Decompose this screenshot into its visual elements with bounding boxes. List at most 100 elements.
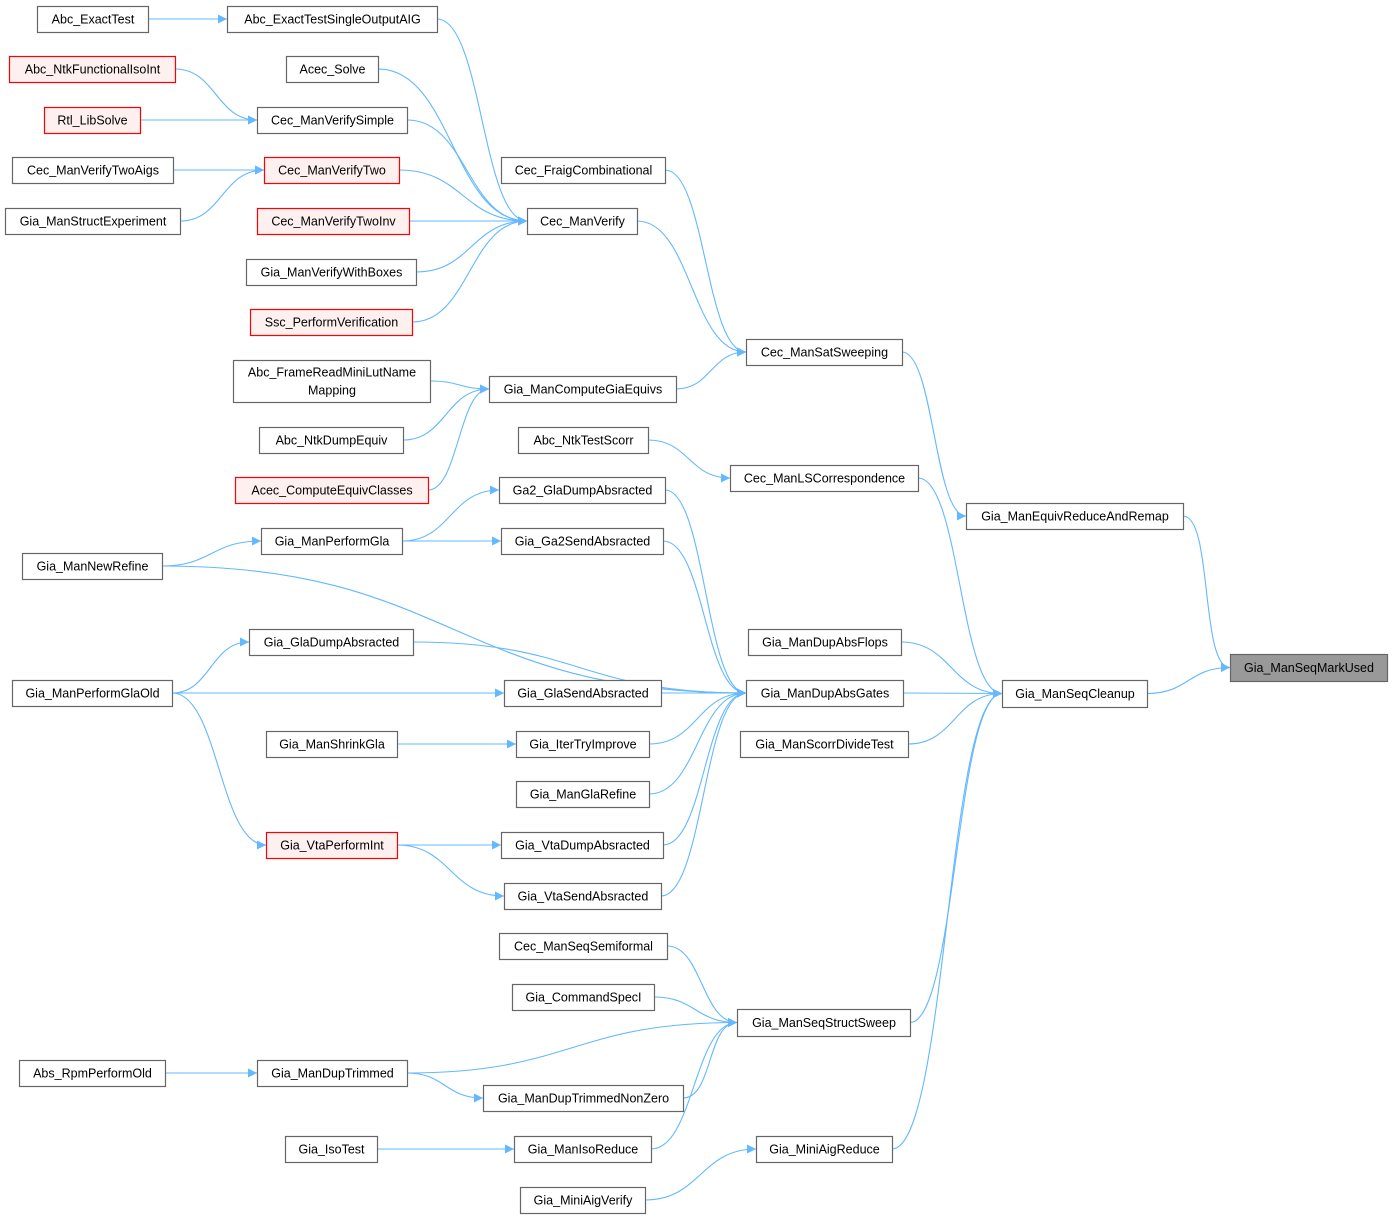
node-gia-man-perform-gla[interactable]: Gia_ManPerformGla [260,527,404,556]
node-box [500,831,665,860]
node-cec-man-lscorrespondence[interactable]: Cec_ManLSCorrespondence [729,464,920,493]
node-acec-compute-equiv-classes[interactable]: Acec_ComputeEquivClasses [234,476,430,505]
node-cec-man-seq-semiformal[interactable]: Cec_ManSeqSemiformal [498,932,669,961]
node-label: Gia_ManShrinkGla [279,738,385,752]
node-rtl-lib-solve[interactable]: Rtl_LibSolve [43,106,142,135]
node-abc-ntk-dump-equiv[interactable]: Abc_NtkDumpEquiv [258,426,405,455]
edge-gia-vta-perform-int-to-gia-vta-send-absracted [396,844,505,901]
node-cec-man-verify-simple[interactable]: Cec_ManVerifySimple [256,106,409,135]
node-label: Gia_ManDupAbsGates [761,687,890,701]
node-cec-man-verify-two-inv[interactable]: Cec_ManVerifyTwoInv [256,207,411,236]
node-box [260,527,404,556]
node-gia-mini-aig-reduce[interactable]: Gia_MiniAigReduce [755,1135,894,1164]
edges-layer [140,14,1231,1201]
node-ga2-gla-dump-absracted[interactable]: Ga2_GlaDumpAbsracted [498,476,667,505]
node-box [503,882,663,911]
node-abs-rpm-perform-old[interactable]: Abs_RpmPerformOld [18,1059,167,1088]
node-label: Gia_VtaPerformInt [280,839,384,853]
node-cec-man-verify-two-aigs[interactable]: Cec_ManVerifyTwoAigs [11,156,175,185]
node-box [1229,653,1389,683]
node-abc-ntk-test-scorr[interactable]: Abc_NtkTestScorr [517,426,650,455]
node-box [11,679,174,708]
node-label: Cec_ManVerifyTwoAigs [27,164,159,178]
node-gia-man-seq-struct-sweep[interactable]: Gia_ManSeqStructSweep [736,1008,912,1038]
node-label: Gia_CommandSpecI [525,991,641,1005]
node-box [265,831,399,860]
node-gia-man-compute-gia-equivs[interactable]: Gia_ManComputeGiaEquivs [488,375,678,404]
node-label: Abc_ExactTest [52,13,135,27]
node-box [256,106,409,135]
node-gia-gla-dump-absracted[interactable]: Gia_GlaDumpAbsracted [248,628,415,657]
node-label: Rtl_LibSolve [57,114,127,128]
node-gia-mini-aig-verify[interactable]: Gia_MiniAigVerify [519,1186,647,1215]
node-gia-man-equiv-reduce-and-remap[interactable]: Gia_ManEquivReduceAndRemap [965,502,1185,531]
node-label: Cec_ManVerifySimple [271,114,394,128]
node-box [965,502,1185,531]
node-gia-man-dup-trimmed-non-zero[interactable]: Gia_ManDupTrimmedNonZero [482,1084,685,1113]
node-box [736,1008,912,1038]
node-gia-command-spec-i[interactable]: Gia_CommandSpecI [511,983,656,1012]
node-label: Gia_ManPerformGlaOld [25,687,159,701]
node-gia-man-dup-abs-gates[interactable]: Gia_ManDupAbsGates [745,679,905,708]
node-label: Gia_ManScorrDivideTest [755,738,894,752]
node-label: Gia_ManComputeGiaEquivs [504,383,662,397]
node-box [4,207,182,236]
node-gia-man-dup-abs-flops[interactable]: Gia_ManDupAbsFlops [747,628,903,657]
node-gia-vta-send-absracted[interactable]: Gia_VtaSendAbsracted [503,882,663,911]
node-box [517,426,650,455]
node-gia-gla-send-absracted[interactable]: Gia_GlaSendAbsracted [503,679,663,708]
node-label: Abc_FrameReadMiniLutName [248,366,416,380]
edge-gia-man-compute-gia-equivs-to-cec-man-sat-sweeping [675,347,747,390]
node-gia-man-gla-refine[interactable]: Gia_ManGlaRefine [515,780,651,809]
node-gia-ga2-send-absracted[interactable]: Gia_Ga2SendAbsracted [500,527,665,556]
edge-gia-man-dup-abs-flops-to-gia-man-seq-cleanup [900,641,1003,698]
node-label: Gia_VtaSendAbsracted [518,890,649,904]
node-box [1001,679,1149,709]
node-gia-man-perform-gla-old[interactable]: Gia_ManPerformGlaOld [11,679,174,708]
node-label: Mapping [308,384,356,398]
node-gia-man-iso-reduce[interactable]: Gia_ManIsoReduce [513,1135,653,1164]
node-label: Acec_Solve [299,63,365,77]
node-ssc-perform-verification[interactable]: Ssc_PerformVerification [249,308,414,337]
node-gia-man-struct-experiment[interactable]: Gia_ManStructExperiment [4,207,182,236]
node-label: Gia_ManSeqCleanup [1015,687,1135,701]
node-cec-fraig-combinational[interactable]: Cec_FraigCombinational [500,156,667,185]
node-label: Gia_ManDupAbsFlops [762,636,888,650]
edge-cec-man-verify-simple-to-cec-man-verify [406,119,528,226]
edge-gia-man-seq-cleanup-to-gia-man-seq-mark-used [1146,663,1231,695]
node-gia-iter-try-improve[interactable]: Gia_IterTryImprove [515,730,651,759]
node-abc-exact-test-single-output-aig[interactable]: Abc_ExactTestSingleOutputAIG [226,5,439,34]
edge-gia-man-perform-gla-to-ga2-gla-dump-absracted [401,485,500,542]
edge-gia-mini-aig-verify-to-gia-mini-aig-reduce [644,1144,757,1201]
node-box [11,156,175,185]
node-gia-man-dup-trimmed[interactable]: Gia_ManDupTrimmed [256,1059,409,1088]
node-box [284,1135,379,1164]
node-label: Gia_Ga2SendAbsracted [515,535,651,549]
edge-gia-man-iso-reduce-to-gia-man-seq-struct-sweep [650,1018,738,1150]
node-gia-iso-test[interactable]: Gia_IsoTest [284,1135,379,1164]
node-label: Gia_ManEquivReduceAndRemap [981,510,1169,524]
node-gia-vta-perform-int[interactable]: Gia_VtaPerformInt [265,831,399,860]
node-gia-man-scorr-divide-test[interactable]: Gia_ManScorrDivideTest [739,730,910,759]
node-cec-man-verify-two[interactable]: Cec_ManVerifyTwo [263,156,401,185]
edge-abc-exact-test-single-output-aig-to-cec-man-verify [436,18,528,226]
node-gia-vta-dump-absracted[interactable]: Gia_VtaDumpAbsracted [500,831,665,860]
node-gia-man-new-refine[interactable]: Gia_ManNewRefine [21,552,164,581]
node-gia-man-seq-cleanup[interactable]: Gia_ManSeqCleanup [1001,679,1149,709]
node-box [729,464,920,493]
node-gia-man-seq-mark-used: Gia_ManSeqMarkUsed [1229,653,1389,683]
node-label: Abc_NtkTestScorr [533,434,633,448]
edge-cec-fraig-combinational-to-cec-man-sat-sweeping [664,169,747,357]
node-abc-exact-test[interactable]: Abc_ExactTest [36,5,150,34]
node-abc-ntk-functional-iso-int[interactable]: Abc_NtkFunctionalIsoInt [8,55,177,84]
node-gia-man-shrink-gla[interactable]: Gia_ManShrinkGla [265,730,399,759]
node-cec-man-sat-sweeping[interactable]: Cec_ManSatSweeping [745,338,904,367]
edge-gia-man-scorr-divide-test-to-gia-man-seq-cleanup [907,689,1003,745]
node-box [745,338,904,367]
node-cec-man-verify[interactable]: Cec_ManVerify [526,207,639,236]
node-gia-man-verify-with-boxes[interactable]: Gia_ManVerifyWithBoxes [245,258,418,287]
node-acec-solve[interactable]: Acec_Solve [285,55,380,84]
node-box [258,426,405,455]
